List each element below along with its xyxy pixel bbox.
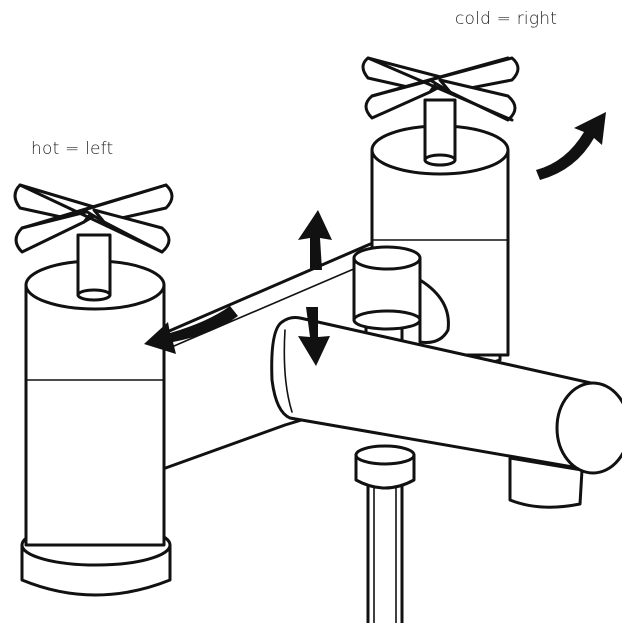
hot-left-label: hot = left: [31, 139, 114, 159]
hot-cross-handle: [13, 183, 174, 254]
arrow-up-icon: [298, 210, 332, 270]
cold-cross-handle: [361, 56, 520, 122]
bath-spout: [270, 316, 622, 509]
curved-arrow-left-icon: [144, 306, 238, 354]
hot-valve: [13, 183, 174, 597]
arrow-down-icon: [298, 307, 330, 366]
curved-arrow-up-right-icon: [536, 112, 606, 180]
shower-hose: [354, 444, 416, 627]
cold-right-label: cold = right: [455, 9, 558, 29]
